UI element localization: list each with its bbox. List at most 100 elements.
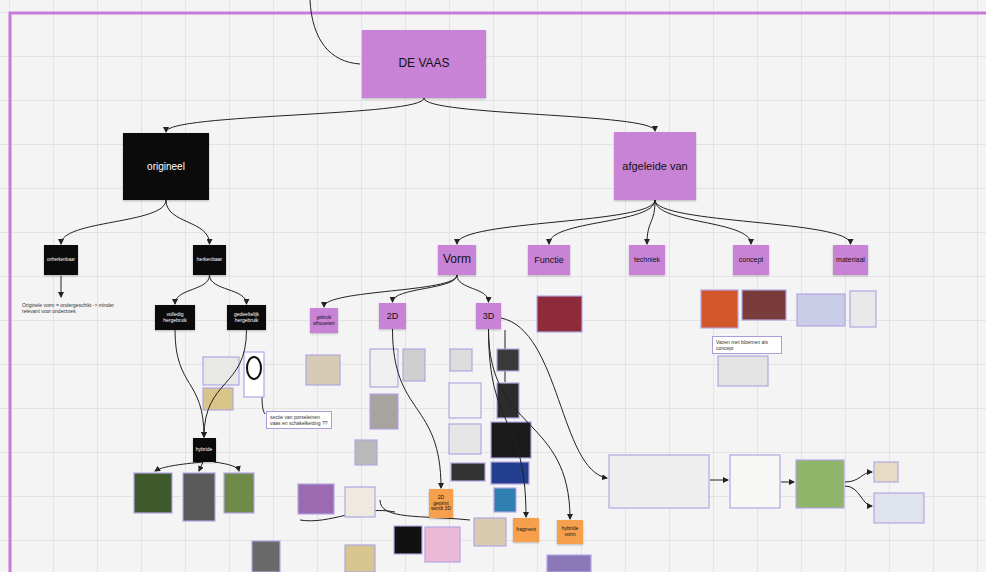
note-text: 2D geprint wordt 3D bbox=[431, 495, 451, 512]
note-text: fragment bbox=[516, 527, 536, 533]
category-note: techniek bbox=[629, 245, 665, 275]
category-note: concept bbox=[733, 245, 769, 275]
thumbnail bbox=[742, 290, 786, 320]
thumbnail bbox=[252, 541, 280, 572]
annotation: Originele vorm = ondergeschikt -> minder… bbox=[22, 302, 120, 314]
thumbnail bbox=[449, 424, 481, 454]
thumbnail bbox=[134, 473, 172, 513]
note-text: materiaal bbox=[836, 256, 865, 264]
connector bbox=[166, 200, 210, 244]
connector bbox=[655, 200, 751, 244]
orange-note: hybride vorm bbox=[557, 520, 583, 544]
thumbnail bbox=[850, 291, 876, 327]
note-text: concept bbox=[739, 256, 764, 264]
connector bbox=[204, 330, 247, 437]
sub-note: 2D bbox=[379, 303, 406, 329]
thumbnail bbox=[718, 356, 768, 386]
note-text: afgeleide van bbox=[622, 160, 687, 173]
image-thumbnails bbox=[134, 290, 924, 572]
image-link bbox=[199, 462, 203, 471]
thumbnail bbox=[730, 455, 780, 508]
connector bbox=[175, 330, 204, 437]
connector bbox=[647, 200, 655, 244]
note-text: gedeeltelijk hergebruik bbox=[229, 312, 264, 324]
thumbnail bbox=[474, 518, 506, 546]
incoming-line bbox=[310, 0, 360, 64]
orange-note: fragment bbox=[513, 518, 539, 542]
note-label: sectie van porseleinen vaas en schakelke… bbox=[266, 411, 332, 429]
connector bbox=[393, 275, 458, 302]
category-note: materiaal bbox=[833, 245, 868, 275]
note-text: hybride bbox=[196, 447, 212, 453]
connector bbox=[166, 98, 424, 132]
connector bbox=[549, 200, 655, 244]
thumbnail bbox=[224, 473, 254, 513]
small-note: gedeeltelijk hergebruik bbox=[227, 305, 266, 330]
thumbnail bbox=[450, 349, 472, 371]
connector bbox=[175, 275, 210, 304]
thumbnail bbox=[345, 545, 375, 572]
connector bbox=[457, 200, 655, 244]
image-link bbox=[781, 482, 794, 483]
note-text: gebruik silhouetten bbox=[312, 315, 336, 325]
note-text: origineel bbox=[147, 161, 185, 173]
thumbnail bbox=[394, 526, 422, 554]
thumbnail bbox=[451, 463, 485, 481]
connector bbox=[457, 275, 489, 302]
note-text: hybride vorm bbox=[559, 526, 581, 538]
note-text: volledig hergebruik bbox=[157, 312, 193, 324]
thumbnail bbox=[537, 296, 582, 332]
thumbnail bbox=[491, 422, 531, 458]
orange-note: 2D geprint wordt 3D bbox=[429, 489, 453, 518]
thumbnail bbox=[797, 294, 845, 326]
thumbnail bbox=[345, 487, 375, 517]
note-text: Functie bbox=[534, 255, 564, 265]
connector bbox=[655, 200, 851, 244]
category-note: Functie bbox=[528, 245, 570, 275]
thumbnail bbox=[494, 488, 516, 512]
connector bbox=[393, 329, 442, 488]
thumbnail bbox=[403, 349, 425, 381]
note-text: techniek bbox=[634, 256, 660, 264]
thumbnail bbox=[425, 527, 460, 562]
thumbnail bbox=[796, 460, 844, 508]
thumbnail bbox=[497, 383, 519, 418]
leader-arrow bbox=[61, 276, 62, 297]
thumbnail bbox=[497, 349, 519, 371]
thumbnail bbox=[609, 455, 709, 508]
thumbnail bbox=[874, 462, 898, 482]
thumbnail bbox=[306, 355, 340, 385]
note-text: 2D bbox=[387, 311, 399, 321]
small-note: onherkenbaar bbox=[44, 245, 78, 275]
connector bbox=[489, 329, 527, 517]
root-note: DE VAAS bbox=[362, 30, 486, 98]
frame-left bbox=[9, 12, 12, 572]
necklace-sketch bbox=[247, 357, 261, 379]
branch-note: origineel bbox=[123, 133, 209, 200]
connector bbox=[489, 329, 571, 519]
thumbnail bbox=[547, 555, 591, 572]
image-link bbox=[380, 500, 470, 520]
branch-note: afgeleide van bbox=[614, 132, 696, 200]
thumbnail bbox=[370, 394, 398, 429]
connector bbox=[424, 98, 655, 131]
image-link bbox=[710, 480, 728, 481]
image-link bbox=[845, 486, 872, 506]
sub-note: gebruik silhouetten bbox=[310, 308, 338, 333]
thumbnail bbox=[203, 357, 239, 385]
thumbnail bbox=[874, 493, 924, 523]
note-text: herkenbaar bbox=[197, 257, 222, 263]
note-text: 3D bbox=[483, 311, 495, 321]
image-link bbox=[845, 472, 872, 482]
connector bbox=[61, 200, 166, 244]
note-text: Vorm bbox=[443, 253, 471, 267]
thumbnail bbox=[203, 388, 233, 410]
note-text: onherkenbaar bbox=[47, 257, 75, 262]
sub-note: 3D bbox=[476, 303, 501, 329]
note-text: DE VAAS bbox=[398, 57, 449, 71]
thumbnail bbox=[701, 290, 738, 328]
note-label: Vazen met bloemen als concept bbox=[712, 336, 782, 354]
